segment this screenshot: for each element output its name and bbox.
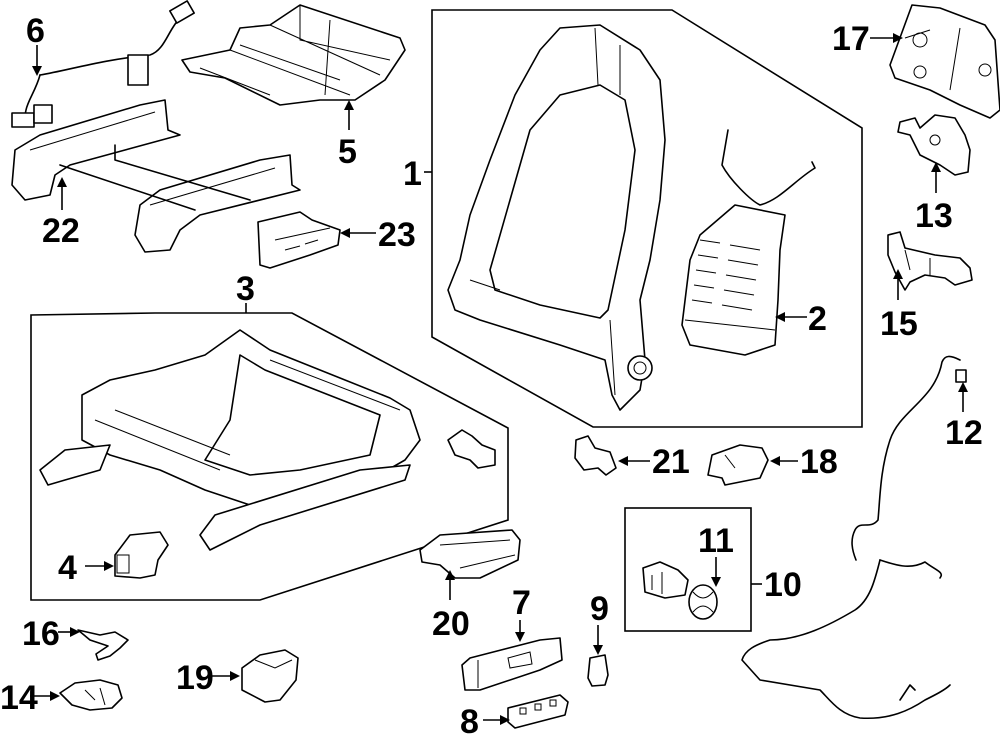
part-18-cover xyxy=(707,444,769,486)
arrow-7 xyxy=(515,632,525,642)
arrow-17 xyxy=(893,33,903,43)
callout-21: 21 xyxy=(652,443,690,481)
group-box-seat-back xyxy=(431,9,863,428)
callout-22: 22 xyxy=(42,212,80,250)
part-2-lumbar-support xyxy=(681,129,816,356)
part-22-track-assembly xyxy=(11,99,301,253)
part-13-bracket xyxy=(897,114,971,176)
arrow-23 xyxy=(340,228,350,238)
callout-8: 8 xyxy=(460,703,479,735)
callout-20: 20 xyxy=(432,605,470,643)
part-12-seat-wire-harness xyxy=(741,355,967,720)
callout-5: 5 xyxy=(338,133,357,171)
part-21-clip xyxy=(574,435,617,476)
arrow-12 xyxy=(958,382,968,392)
part-19-motor xyxy=(241,649,299,703)
callout-17: 17 xyxy=(832,20,870,58)
callout-9: 9 xyxy=(590,590,609,628)
group-box-cushion xyxy=(30,312,509,601)
part-1-seat-back-frame xyxy=(447,24,666,411)
callout-7: 7 xyxy=(512,584,531,622)
part-11-knob xyxy=(688,584,718,620)
part-20-switch-bezel xyxy=(419,529,521,579)
callout-19: 19 xyxy=(176,659,214,697)
part-6-wire-harness xyxy=(11,0,195,128)
arrow-20 xyxy=(445,570,455,580)
part-17-back-panel xyxy=(889,4,1000,119)
callout-1: 1 xyxy=(403,155,422,193)
callout-2: 2 xyxy=(808,300,827,338)
arrow-5 xyxy=(344,100,354,110)
part-7-seat-switch xyxy=(461,637,563,691)
arrow-19 xyxy=(230,671,240,681)
part-3-cushion-frame xyxy=(39,329,421,551)
arrow-4 xyxy=(104,561,114,571)
arrow-21 xyxy=(618,456,628,466)
callout-4: 4 xyxy=(58,549,77,587)
part-5-cushion-pan xyxy=(181,4,406,106)
arrow-13 xyxy=(931,162,941,172)
part-3-clip xyxy=(447,429,496,469)
part-4-track-motor xyxy=(114,531,169,579)
part-23-cover xyxy=(257,211,341,269)
callout-12: 12 xyxy=(945,414,983,452)
arrow-14 xyxy=(50,691,60,701)
callout-13: 13 xyxy=(915,197,953,235)
group-box-switch-assembly xyxy=(624,507,752,632)
arrow-15 xyxy=(893,269,903,279)
callout-16: 16 xyxy=(22,615,60,653)
arrow-6 xyxy=(32,66,42,76)
callout-3: 3 xyxy=(236,270,255,308)
arrow-9 xyxy=(593,645,603,655)
callout-23: 23 xyxy=(378,216,416,254)
callout-14: 14 xyxy=(0,679,38,717)
callout-18: 18 xyxy=(800,443,838,481)
arrow-16 xyxy=(70,627,80,637)
arrow-22 xyxy=(57,177,67,187)
arrow-11 xyxy=(711,577,721,587)
arrow-8 xyxy=(500,715,510,725)
part-9-switch-knob xyxy=(587,654,609,687)
part-15-bracket xyxy=(887,231,973,291)
callout-11: 11 xyxy=(698,522,734,560)
arrow-18 xyxy=(770,456,780,466)
callout-15: 15 xyxy=(880,305,918,343)
callout-10: 10 xyxy=(764,566,802,604)
part-14-sensor xyxy=(59,679,123,711)
arrow-2 xyxy=(775,312,785,322)
part-10-switch-assembly xyxy=(642,561,689,599)
callout-6: 6 xyxy=(26,12,45,50)
part-8-switch xyxy=(507,694,569,729)
part-16-clip xyxy=(77,629,129,661)
